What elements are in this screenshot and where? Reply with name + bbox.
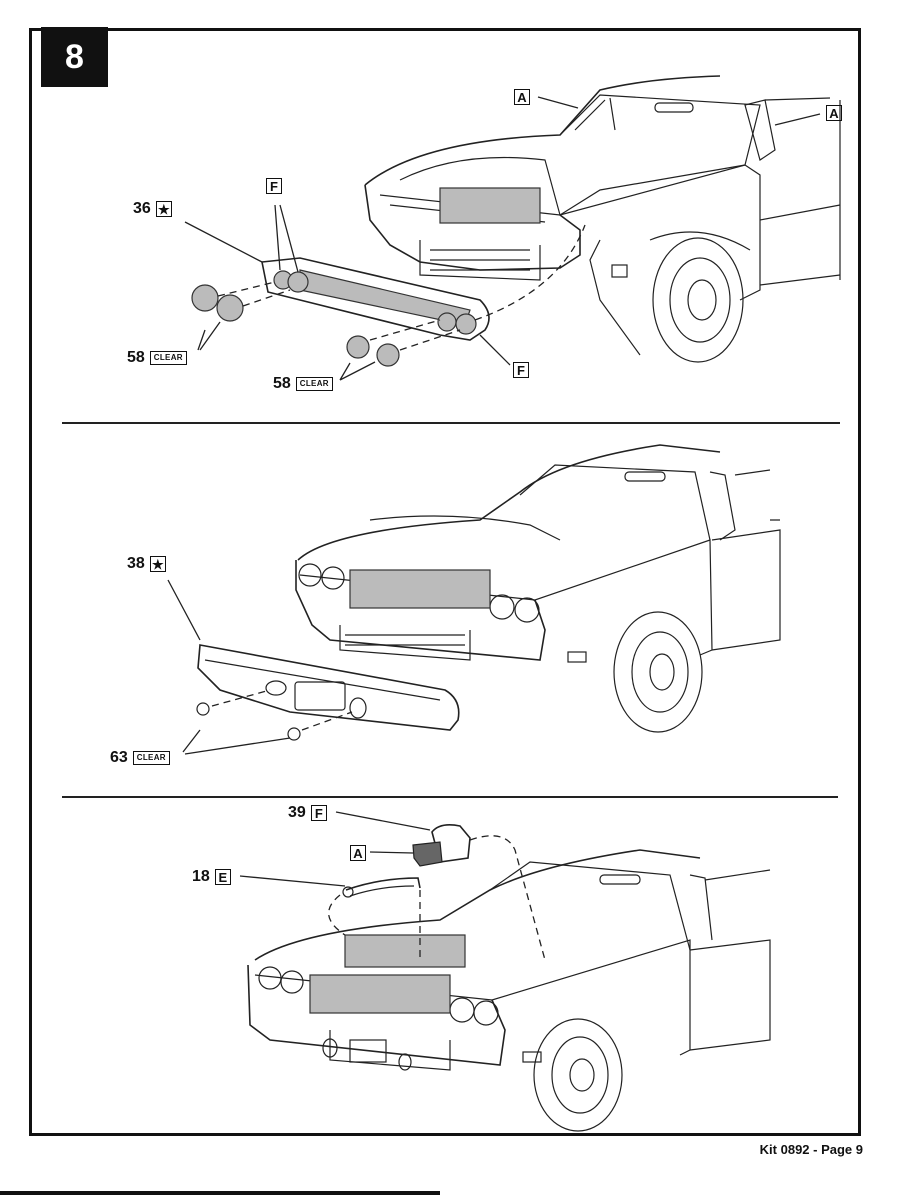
tree-letter-a: A	[514, 89, 530, 105]
tree-letter-f: F	[513, 362, 529, 378]
callout-part-18: 18 E	[192, 868, 231, 886]
part-number: 18	[192, 868, 210, 885]
part-number: 36	[133, 200, 151, 217]
callout-part-36: 36 ★	[133, 200, 172, 218]
clear-tag: CLEAR	[295, 377, 333, 391]
part-number: 58	[273, 375, 291, 392]
tree-letter-a: A	[350, 845, 366, 861]
page-frame	[29, 28, 861, 1136]
callout-tag-f-lower: F	[513, 362, 529, 378]
star-icon: ★	[149, 556, 166, 572]
callout-tag-a-element: A	[350, 845, 366, 861]
part-number: 38	[127, 555, 145, 572]
callout-part-63: 63 CLEAR	[110, 749, 170, 767]
part-number: 63	[110, 749, 128, 766]
part-number: 58	[127, 349, 145, 366]
step-number-badge: 8	[41, 27, 108, 87]
callout-part-39: 39 F	[288, 804, 327, 822]
panel-divider-2	[62, 796, 838, 798]
panel-divider-1	[62, 422, 840, 424]
star-icon: ★	[155, 201, 172, 217]
callout-tag-f-upper: F	[266, 178, 282, 194]
callout-part-38: 38 ★	[127, 555, 166, 573]
clear-tag: CLEAR	[132, 751, 170, 765]
step-number: 8	[65, 37, 84, 76]
callout-part-58-left: 58 CLEAR	[127, 349, 187, 367]
callout-tag-a-vent-window: A	[826, 105, 842, 121]
tree-letter-e: E	[214, 869, 231, 885]
clear-tag: CLEAR	[149, 351, 187, 365]
tree-letter-f: F	[310, 805, 327, 821]
page-footer: Kit 0892 - Page 9	[759, 1142, 863, 1157]
scan-edge-line	[0, 1191, 440, 1195]
tree-letter-f: F	[266, 178, 282, 194]
callout-part-58-right: 58 CLEAR	[273, 375, 333, 393]
callout-tag-a-windshield: A	[514, 89, 530, 105]
part-number: 39	[288, 804, 306, 821]
tree-letter-a: A	[826, 105, 842, 121]
